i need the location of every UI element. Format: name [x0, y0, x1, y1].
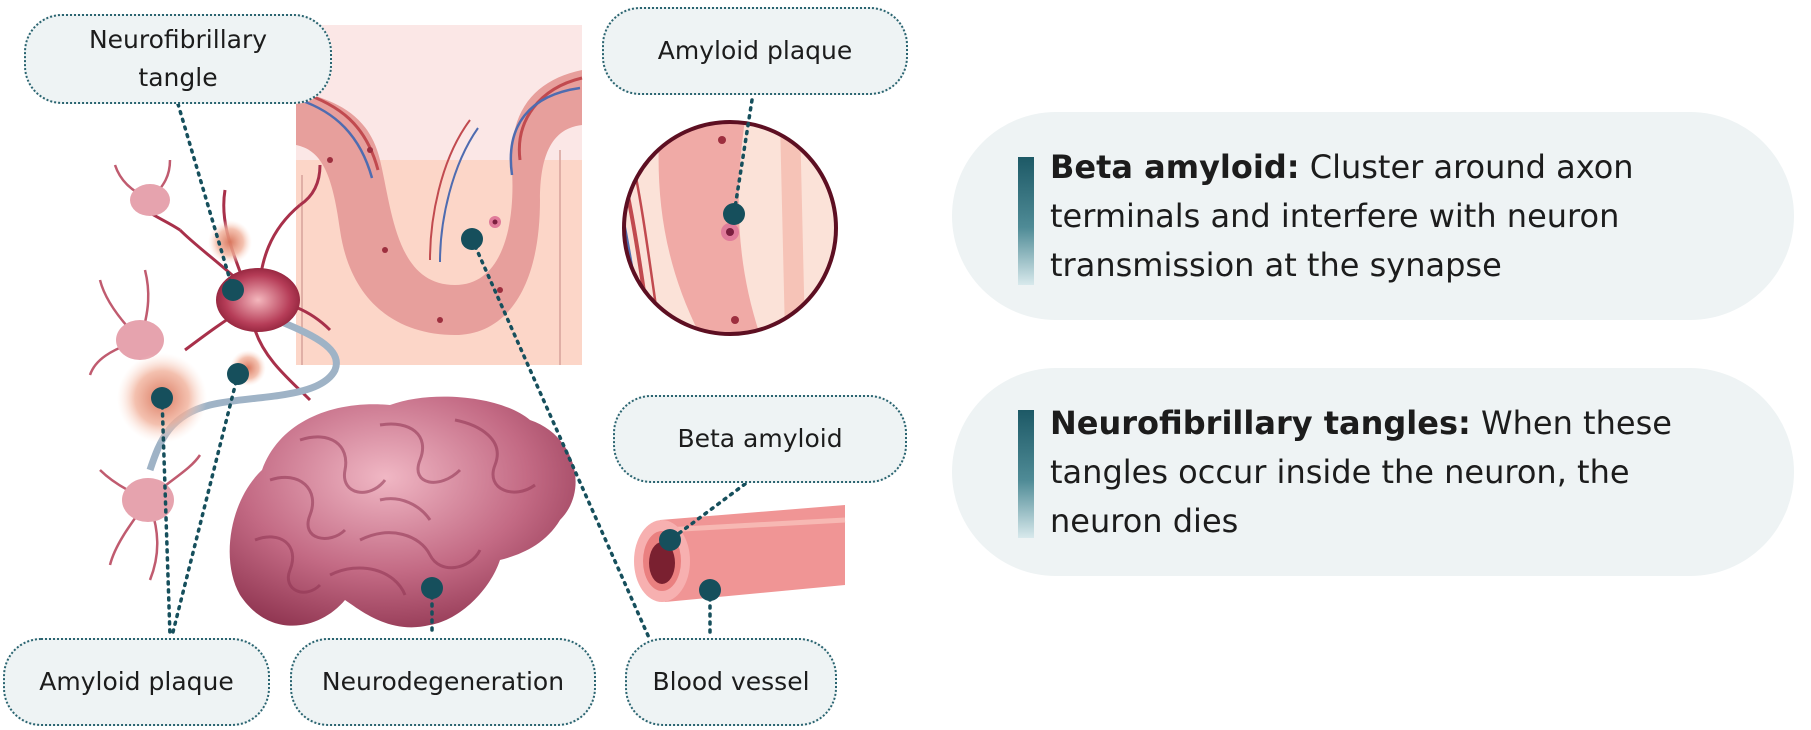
tissue-cross-section — [296, 25, 582, 365]
label-amyloid-plaque-bottom: Amyloid plaque — [3, 638, 270, 726]
card-term: Beta amyloid: — [1050, 148, 1300, 186]
card-text: Beta amyloid: Cluster around axon termin… — [1050, 143, 1734, 290]
label-neurofibrillary-tangle: Neurofibrillary tangle — [24, 14, 332, 104]
marker-beta-amyloid — [659, 529, 681, 551]
marker-neuron-axon — [227, 363, 249, 385]
label-neurodegeneration: Neurodegeneration — [290, 638, 596, 726]
marker-neurofibrillary-tangle — [222, 279, 244, 301]
card-accent-bar — [1018, 410, 1034, 538]
card-text: Neurofibrillary tangles: When these tang… — [1050, 399, 1734, 546]
magnified-tissue-circle — [612, 120, 836, 335]
card-term: Neurofibrillary tangles: — [1050, 404, 1471, 442]
card-accent-bar — [1018, 157, 1034, 285]
blood-vessel-illustration — [634, 505, 845, 602]
label-blood-vessel: Blood vessel — [625, 638, 837, 726]
label-beta-amyloid: Beta amyloid — [613, 395, 907, 483]
info-card-beta-amyloid: Beta amyloid: Cluster around axon termin… — [952, 112, 1794, 320]
label-amyloid-plaque-top: Amyloid plaque — [602, 7, 908, 95]
marker-neurodegeneration — [421, 577, 443, 599]
alzheimers-illustration — [0, 0, 900, 730]
marker-tissue — [461, 228, 483, 250]
marker-blood-vessel — [699, 579, 721, 601]
marker-amyloid-plaque-top — [723, 203, 745, 225]
marker-amyloid-plaque-neuron — [151, 387, 173, 409]
brain-illustration — [230, 397, 576, 628]
info-card-neurofibrillary-tangles: Neurofibrillary tangles: When these tang… — [952, 368, 1794, 576]
